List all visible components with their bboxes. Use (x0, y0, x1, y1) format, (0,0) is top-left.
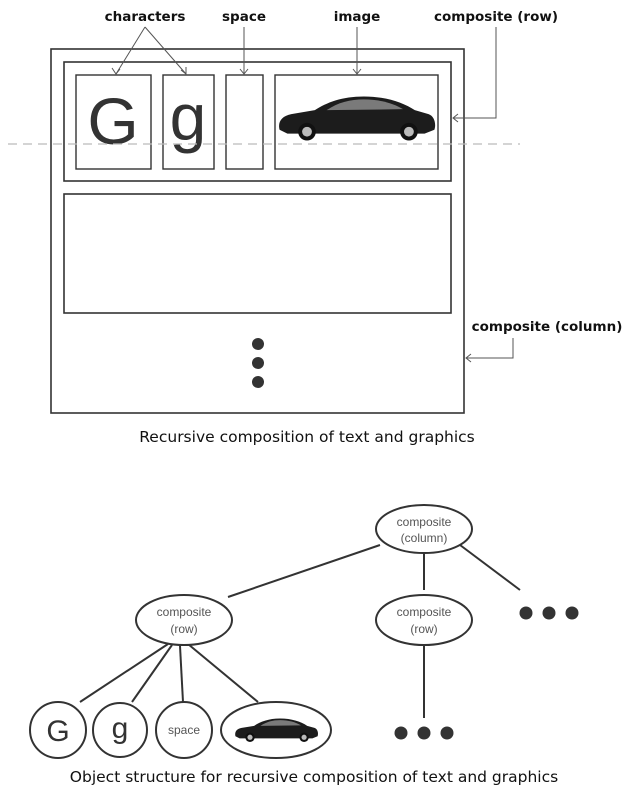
bottom-caption: Object structure for recursive compositi… (70, 768, 558, 786)
leaf-G-text: G (46, 715, 69, 748)
label-arrows (111, 26, 514, 363)
glyph-G: G (87, 84, 138, 158)
image-box (274, 74, 439, 170)
ellipsis-dots-bottom (394, 726, 454, 740)
car-icon (279, 96, 436, 141)
second-row-frame (63, 193, 452, 314)
leaf-g-text: g (112, 712, 129, 745)
label-composite-column: composite (column) (472, 319, 623, 335)
glyph-g: g (170, 80, 207, 154)
leaf-space (155, 701, 213, 759)
node-root-column (375, 504, 473, 554)
tree-edges (79, 544, 521, 718)
space-box (225, 74, 264, 170)
label-composite-row: composite (row) (434, 9, 558, 25)
row-composite-frame (63, 61, 452, 182)
top-caption: Recursive composition of text and graphi… (139, 428, 475, 446)
leaf-g (92, 702, 148, 758)
node-row-left (135, 594, 233, 646)
node-row-mid (375, 594, 473, 646)
node-row-left-line1: composite (157, 605, 212, 619)
node-root-line1: composite (397, 515, 452, 529)
node-row-mid-line2: (row) (410, 622, 437, 636)
label-characters: characters (105, 9, 186, 25)
char-box-g (162, 74, 215, 170)
node-row-mid-line1: composite (397, 605, 452, 619)
leaf-space-text: space (168, 723, 200, 737)
char-box-G (75, 74, 152, 170)
label-space: space (222, 9, 266, 25)
ellipsis-dots-vertical (252, 338, 264, 388)
node-root-line2: (column) (401, 531, 448, 545)
leaf-G (29, 701, 87, 759)
outer-column-frame (50, 48, 465, 414)
node-row-left-line2: (row) (170, 622, 197, 636)
ellipsis-dots-right (519, 606, 579, 620)
label-image: image (334, 9, 381, 25)
